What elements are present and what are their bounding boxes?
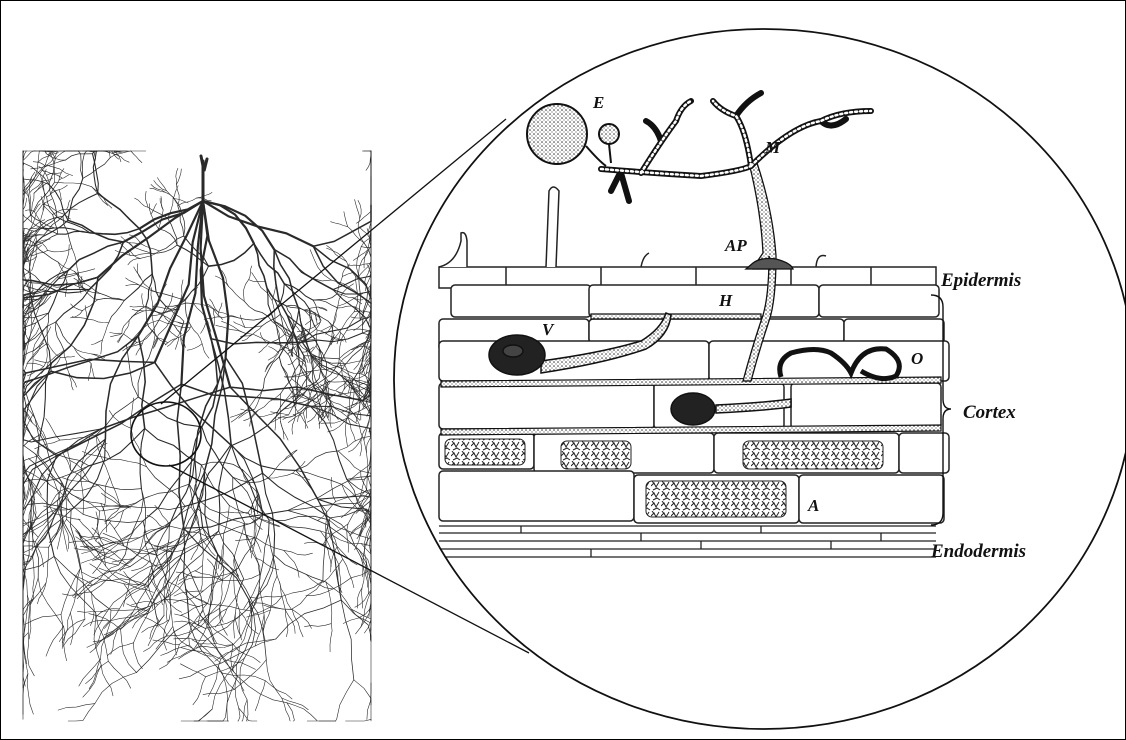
label-coil: O [911, 349, 923, 368]
label-vesicle: V [542, 320, 555, 339]
label-arbuscule: A [807, 496, 819, 515]
magnified-section [381, 1, 1125, 739]
label-endodermis: Endodermis [930, 541, 1026, 562]
label-cortex: Cortex [963, 402, 1016, 423]
label-intercellular-hypha: H [718, 291, 733, 310]
label-appressorium: AP [724, 236, 747, 255]
root-system-drawing [23, 151, 371, 721]
label-extraradical-spore: E [592, 93, 604, 112]
label-epidermis: Epidermis [940, 270, 1021, 291]
label-extraradical-mycelium: M [764, 138, 781, 157]
magnified-region-marker [131, 402, 201, 466]
